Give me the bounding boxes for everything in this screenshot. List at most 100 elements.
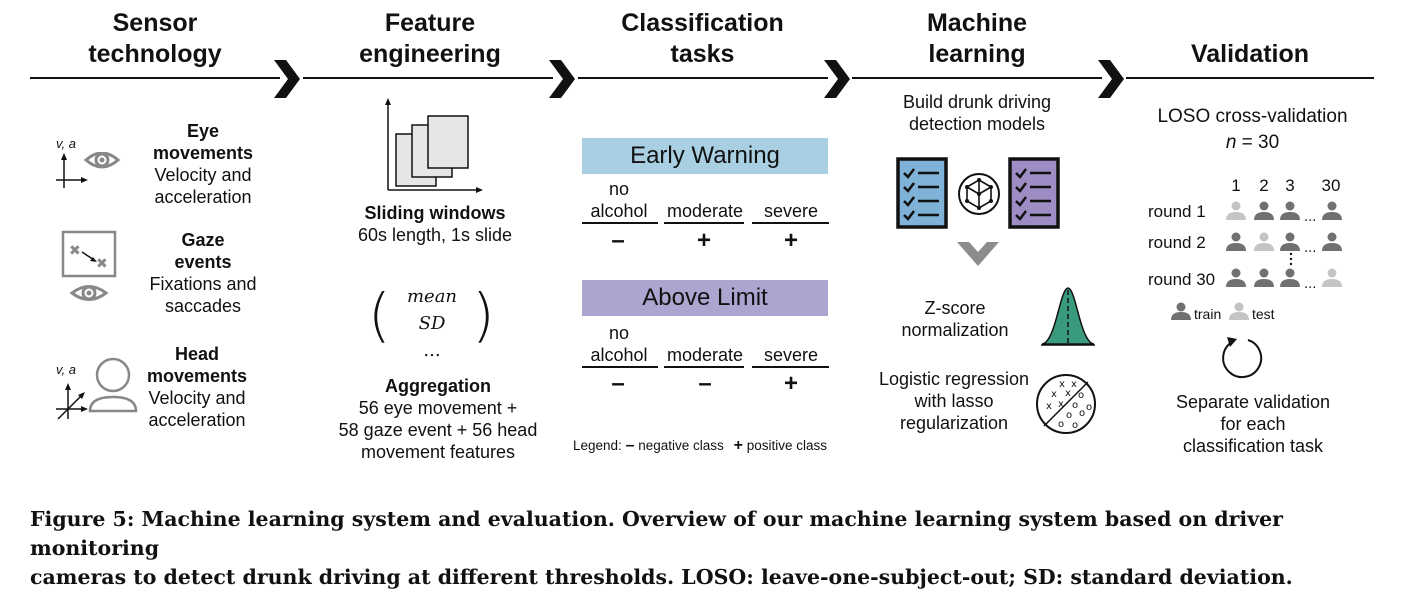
round-label: round 30 bbox=[1148, 270, 1216, 289]
round-label: round 1 bbox=[1148, 202, 1206, 221]
positive-sign: + bbox=[696, 227, 711, 254]
head-movements-label: Head movements Velocity and acceleration bbox=[146, 344, 248, 430]
gaze-events-icon: ✖ ✖ bbox=[61, 230, 117, 301]
svg-text:o: o bbox=[1078, 390, 1084, 401]
loso-rounds-grid: ... ... ... bbox=[1226, 201, 1342, 292]
svg-text:o: o bbox=[1072, 420, 1078, 431]
class-severe: severe bbox=[763, 345, 819, 365]
header-validation: Validation bbox=[1190, 40, 1310, 68]
class-no-alcohol: no alcohol bbox=[590, 179, 648, 221]
test-person-icon bbox=[1229, 302, 1249, 320]
negative-sign: – bbox=[698, 370, 712, 397]
header-classification-tasks: Classification tasks bbox=[621, 9, 784, 68]
header-feature-engineering: Feature engineering bbox=[359, 9, 501, 68]
subject-number: 3 bbox=[1285, 176, 1295, 195]
logistic-regression-label: Logistic regression with lasso regulariz… bbox=[878, 369, 1030, 433]
aggregation-right-paren: ) bbox=[472, 281, 495, 349]
svg-text:o: o bbox=[1066, 410, 1072, 421]
class-severe: severe bbox=[763, 201, 819, 221]
train-subject-icon bbox=[1280, 268, 1300, 287]
train-subject-icon bbox=[1226, 268, 1246, 287]
class-underline bbox=[752, 222, 829, 224]
class-no-alcohol: no alcohol bbox=[590, 323, 648, 365]
chevron-down-icon bbox=[957, 242, 999, 266]
svg-text:✖: ✖ bbox=[69, 243, 81, 259]
positive-sign: + bbox=[783, 370, 798, 397]
class-underline bbox=[664, 366, 744, 368]
header-rule bbox=[1126, 77, 1374, 79]
gaze-events-label: Gaze events Fixations and saccades bbox=[149, 230, 257, 316]
test-subject-icon bbox=[1254, 232, 1274, 251]
train-subject-icon bbox=[1322, 201, 1342, 220]
test-subject-icon bbox=[1226, 201, 1246, 220]
chevron-right-icon bbox=[1098, 60, 1124, 98]
class-underline bbox=[664, 222, 744, 224]
svg-text:o: o bbox=[1058, 419, 1064, 430]
legend-train-label: train bbox=[1194, 306, 1222, 322]
negative-sign: – bbox=[611, 227, 625, 254]
train-subject-icon bbox=[1254, 268, 1274, 287]
chevron-right-icon bbox=[824, 60, 850, 98]
task-early-warning-bar: Early Warning bbox=[582, 138, 828, 174]
svg-text:o: o bbox=[1072, 400, 1078, 411]
svg-text:x: x bbox=[1051, 389, 1057, 400]
train-subject-icon bbox=[1254, 201, 1274, 220]
class-underline bbox=[582, 366, 658, 368]
class-moderate: moderate bbox=[666, 345, 744, 365]
class-underline bbox=[582, 222, 658, 224]
header-rule bbox=[578, 77, 828, 79]
bell-curve-icon bbox=[1041, 287, 1095, 346]
legend-test-label: test bbox=[1252, 306, 1275, 322]
figure-caption: Figure 5: Machine learning system and ev… bbox=[30, 507, 1293, 589]
positive-sign: + bbox=[783, 227, 798, 254]
zscore-label: Z-score normalization bbox=[901, 298, 1009, 340]
loso-label: LOSO cross-validation n = 30 bbox=[1157, 106, 1348, 153]
header-rule bbox=[303, 77, 553, 79]
train-subject-icon bbox=[1280, 201, 1300, 220]
header-sensor-technology: Sensor technology bbox=[88, 9, 222, 68]
aggregation-functions: mean SD ... bbox=[406, 286, 458, 361]
header-rule bbox=[852, 77, 1102, 79]
svg-text:✖: ✖ bbox=[96, 256, 108, 272]
eye-axis-label: v, a bbox=[56, 136, 76, 151]
svg-text:x: x bbox=[1058, 399, 1064, 410]
classification-legend: Legend: – negative class + positive clas… bbox=[573, 437, 827, 454]
chevron-right-icon bbox=[549, 60, 575, 98]
negative-sign: – bbox=[611, 370, 625, 397]
subject-number: 30 bbox=[1321, 176, 1341, 195]
class-underline bbox=[752, 366, 829, 368]
ellipsis: ... bbox=[1304, 210, 1316, 225]
ellipsis: ... bbox=[1304, 241, 1316, 256]
header-rule bbox=[30, 77, 280, 79]
ellipsis: ... bbox=[1304, 277, 1316, 292]
svg-text:o: o bbox=[1079, 408, 1085, 419]
svg-text:x: x bbox=[1059, 379, 1065, 390]
subject-number: 1 bbox=[1231, 176, 1241, 195]
build-models-label: Build drunk driving detection models bbox=[902, 92, 1052, 134]
train-subject-icon bbox=[1226, 232, 1246, 251]
eye-velocity-icon bbox=[56, 152, 121, 188]
legend-positive-sign: + bbox=[733, 437, 743, 454]
head-axis-label: v, a bbox=[56, 362, 76, 377]
test-subject-icon bbox=[1322, 268, 1342, 287]
task-above-limit-bar: Above Limit bbox=[582, 280, 828, 316]
legend-negative-sign: – bbox=[625, 437, 635, 454]
separate-validation-label: Separate validation for each classificat… bbox=[1175, 392, 1331, 456]
train-person-icon bbox=[1171, 302, 1191, 320]
sliding-windows-label: Sliding windows 60s length, 1s slide bbox=[357, 203, 513, 245]
eye-movements-label: Eye movements Velocity and acceleration bbox=[152, 121, 254, 207]
svg-text:x: x bbox=[1046, 401, 1052, 412]
subject-number: 2 bbox=[1259, 176, 1269, 195]
head-movements-icon bbox=[56, 357, 138, 420]
sliding-windows-icon bbox=[385, 98, 483, 193]
svg-text:x: x bbox=[1071, 379, 1077, 390]
aggregation-left-paren: ( bbox=[368, 281, 391, 349]
header-machine-learning: Machine learning bbox=[926, 9, 1028, 68]
train-subject-icon bbox=[1322, 232, 1342, 251]
aggregation-label: Aggregation 56 eye movement + 58 gaze ev… bbox=[338, 376, 538, 462]
round-label: round 2 bbox=[1148, 233, 1206, 252]
detection-models-icon bbox=[896, 157, 1060, 229]
refresh-cycle-icon bbox=[1222, 337, 1263, 379]
svg-text:x: x bbox=[1065, 388, 1071, 399]
